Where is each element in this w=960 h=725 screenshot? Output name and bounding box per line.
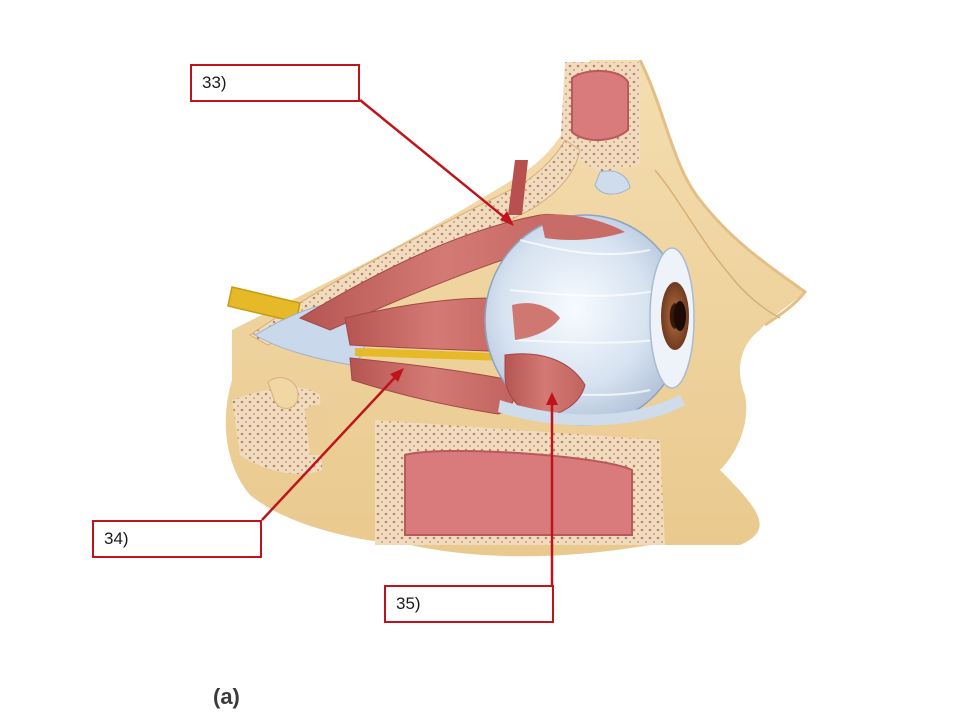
orbit-floor-ligament — [498, 395, 685, 426]
leader-line-33 — [359, 99, 511, 223]
optic-nerve-strip — [355, 348, 515, 361]
inferior-rectus — [349, 357, 515, 415]
label-box-35[interactable]: 35) — [384, 585, 554, 623]
label-box-34[interactable]: 34) — [92, 520, 262, 558]
label-box-33[interactable]: 33) — [190, 64, 360, 102]
figure-part-label: (a) — [213, 684, 240, 709]
leader-lines — [261, 99, 554, 585]
trochlea — [594, 170, 631, 195]
lateral-insertion — [512, 303, 560, 340]
inferior-oblique — [504, 353, 586, 419]
pterygoid-process — [305, 404, 330, 455]
sclera-fibers — [509, 239, 661, 396]
sphenoid-notch — [267, 377, 299, 409]
pupil — [674, 301, 686, 331]
nasal-suture-line — [654, 169, 781, 319]
sphenoid-section — [232, 387, 322, 475]
levator-stub — [508, 160, 528, 215]
leader-line-34 — [261, 371, 401, 521]
superior-oblique-insertion — [540, 214, 625, 240]
arrowhead-33 — [500, 211, 514, 226]
leader-arrowheads — [390, 211, 558, 405]
arrowhead-34 — [390, 368, 404, 382]
nasal-profile — [638, 59, 808, 327]
frontal-sinus — [571, 69, 629, 142]
maxillary-sinus — [404, 450, 633, 536]
arrowhead-35 — [546, 392, 558, 405]
